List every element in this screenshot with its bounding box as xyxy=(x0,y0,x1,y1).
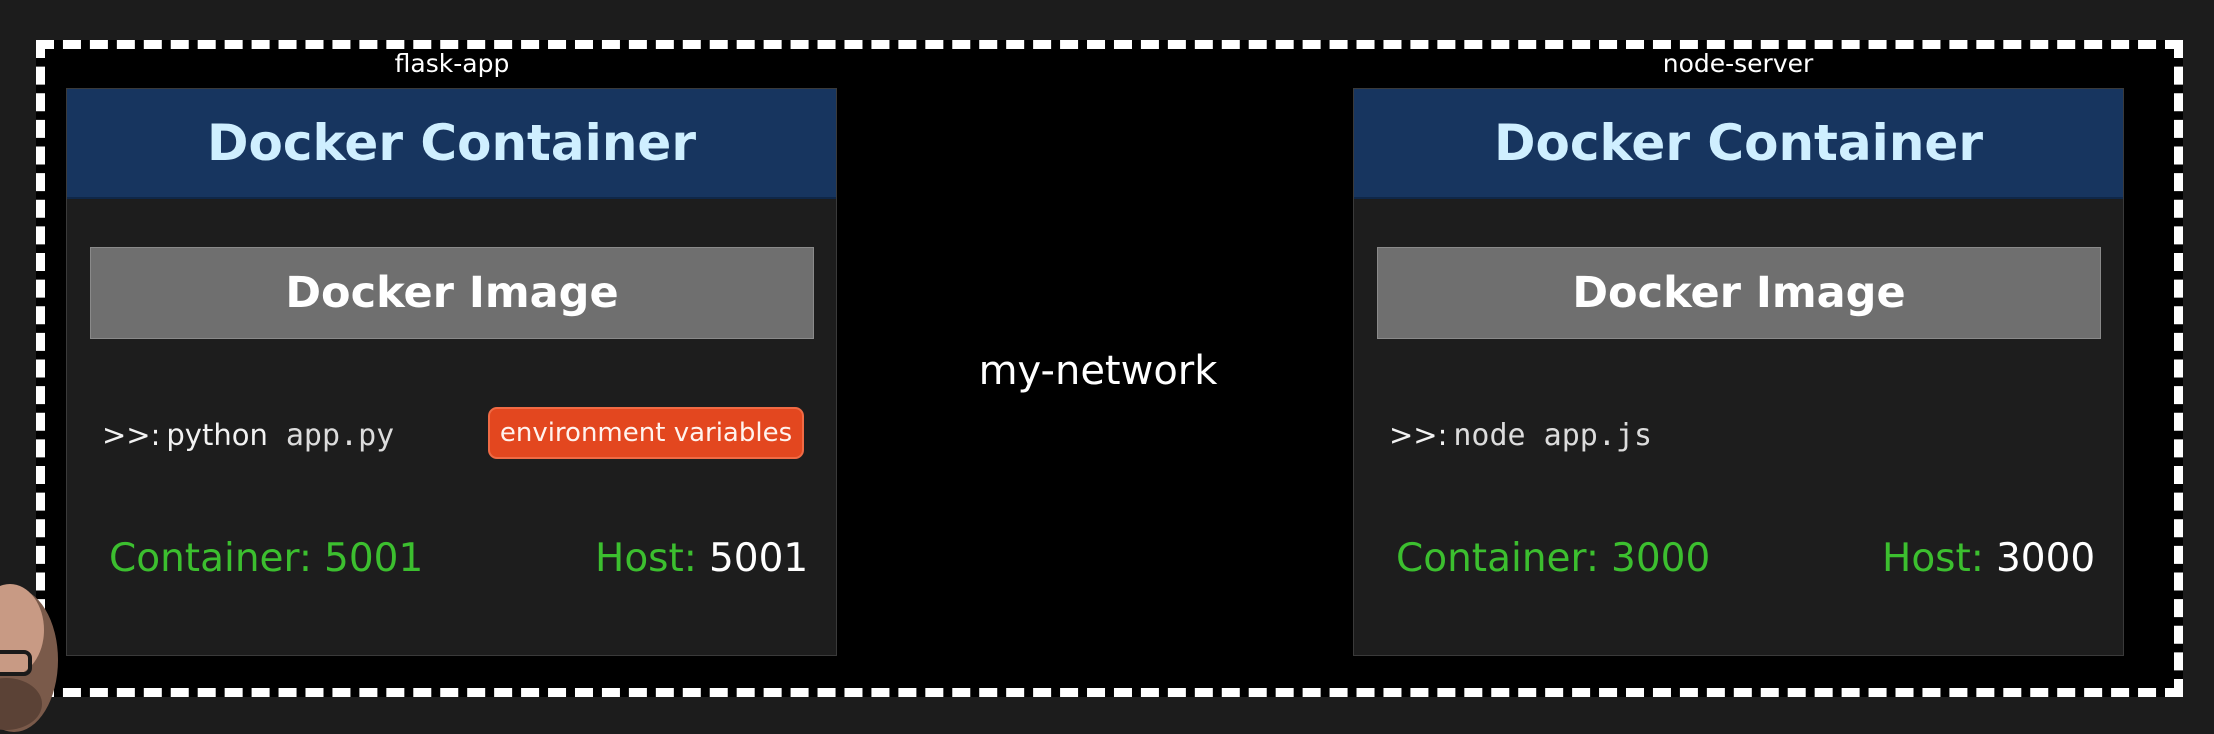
container-header: Docker Container xyxy=(1354,89,2123,199)
presenter-image xyxy=(0,584,58,732)
environment-variables-badge: environment variables xyxy=(488,407,804,459)
command-code: app.py xyxy=(285,417,395,453)
container-port-value: 5001 xyxy=(324,535,424,581)
network-label: my-network xyxy=(978,348,1218,394)
docker-container-node-server: Docker Container Docker Image >>: node a… xyxy=(1353,88,2124,656)
host-port: Host: 5001 xyxy=(595,533,808,583)
command-line: >>: python app.py xyxy=(102,415,394,455)
command-word: python xyxy=(166,418,268,452)
host-port-value: 3000 xyxy=(1995,535,2096,581)
command-line: >>: node app.js xyxy=(1389,415,1652,455)
host-port-label: Host: xyxy=(595,535,697,581)
container-port-label: Container: xyxy=(1396,535,1600,581)
docker-image-box: Docker Image xyxy=(90,247,814,339)
command-code: node app.js xyxy=(1453,417,1653,453)
container-port: Container: 3000 xyxy=(1396,533,1710,583)
host-port-label: Host: xyxy=(1882,535,1984,581)
docker-container-flask-app: Docker Container Docker Image >>: python… xyxy=(66,88,837,656)
container-port-label: Container: xyxy=(109,535,313,581)
container-port: Container: 5001 xyxy=(109,533,423,583)
host-port: Host: 3000 xyxy=(1882,533,2095,583)
container-header: Docker Container xyxy=(67,89,836,199)
command-prompt: >>: xyxy=(1389,418,1448,452)
container-name-flask-app: flask-app xyxy=(394,49,510,78)
docker-image-box: Docker Image xyxy=(1377,247,2101,339)
command-prompt: >>: xyxy=(102,418,161,452)
container-name-node-server: node-server xyxy=(1662,49,1814,78)
container-port-value: 3000 xyxy=(1611,535,1711,581)
host-port-value: 5001 xyxy=(708,535,809,581)
